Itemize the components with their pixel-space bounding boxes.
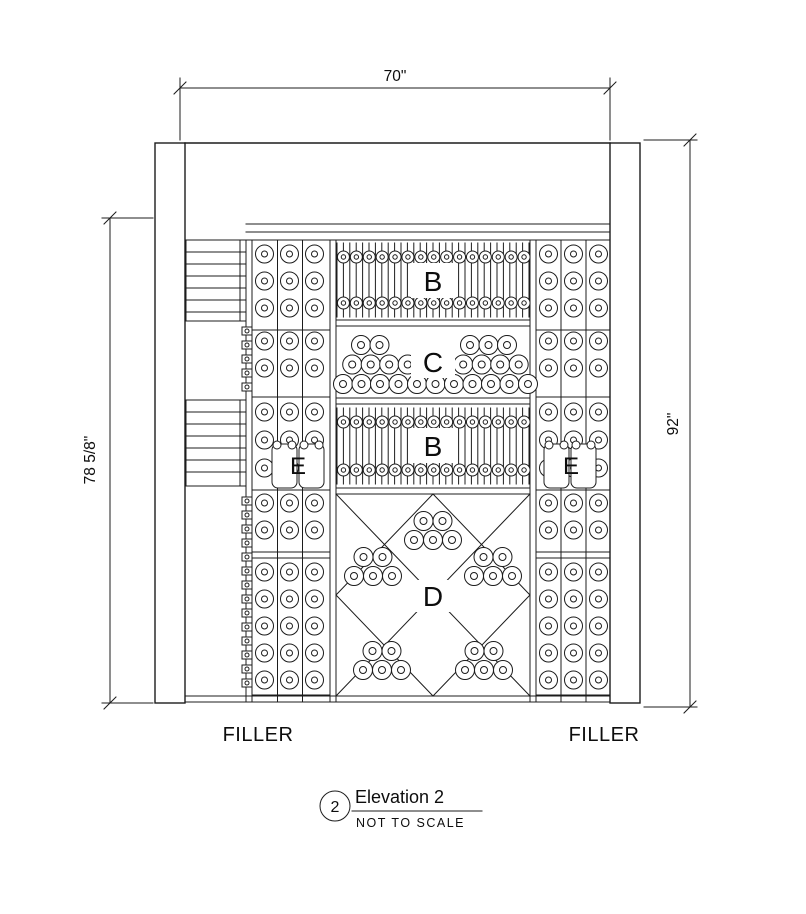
dimension-left: 78 5/8" [82,211,154,710]
filler-labels: FILLER FILLER [223,724,640,746]
drawing-scale-note: NOT TO SCALE [356,816,465,830]
title-block: 2 Elevation 2 NOT TO SCALE [319,787,483,830]
detail-number-circle [319,790,351,822]
section-d-diamond-bin [344,511,522,680]
section-label-b-mid: B [424,431,443,462]
dimension-top-text: 70" [384,68,407,85]
label-bg [411,263,455,298]
e-case-boxes [271,440,597,489]
section-label-c: C [423,347,443,378]
filler-left-label: FILLER [223,724,294,746]
section-label-e-right: E [563,453,579,480]
dimension-left-text: 78 5/8" [82,436,99,485]
label-bg [411,428,455,463]
label-bg [414,580,452,612]
dimension-right: 92" [643,133,698,714]
section-b-top-rack [336,242,531,318]
section-label-b-top: B [424,266,443,297]
section-label-e-left: E [290,453,306,480]
label-bg [411,345,455,378]
section-b-mid-rack [336,407,531,485]
filler-right-label: FILLER [569,724,640,746]
left-case-bay [185,239,253,688]
section-label-d: D [423,581,443,612]
detail-number: 2 [331,799,340,816]
section-labels: B C B D E E [290,263,579,612]
drawing-title: Elevation 2 [355,787,444,807]
walls [154,142,641,704]
dimension-right-text: 92" [665,413,682,436]
side-bottle-columns [255,244,608,690]
dimension-top: 70" [173,68,617,141]
